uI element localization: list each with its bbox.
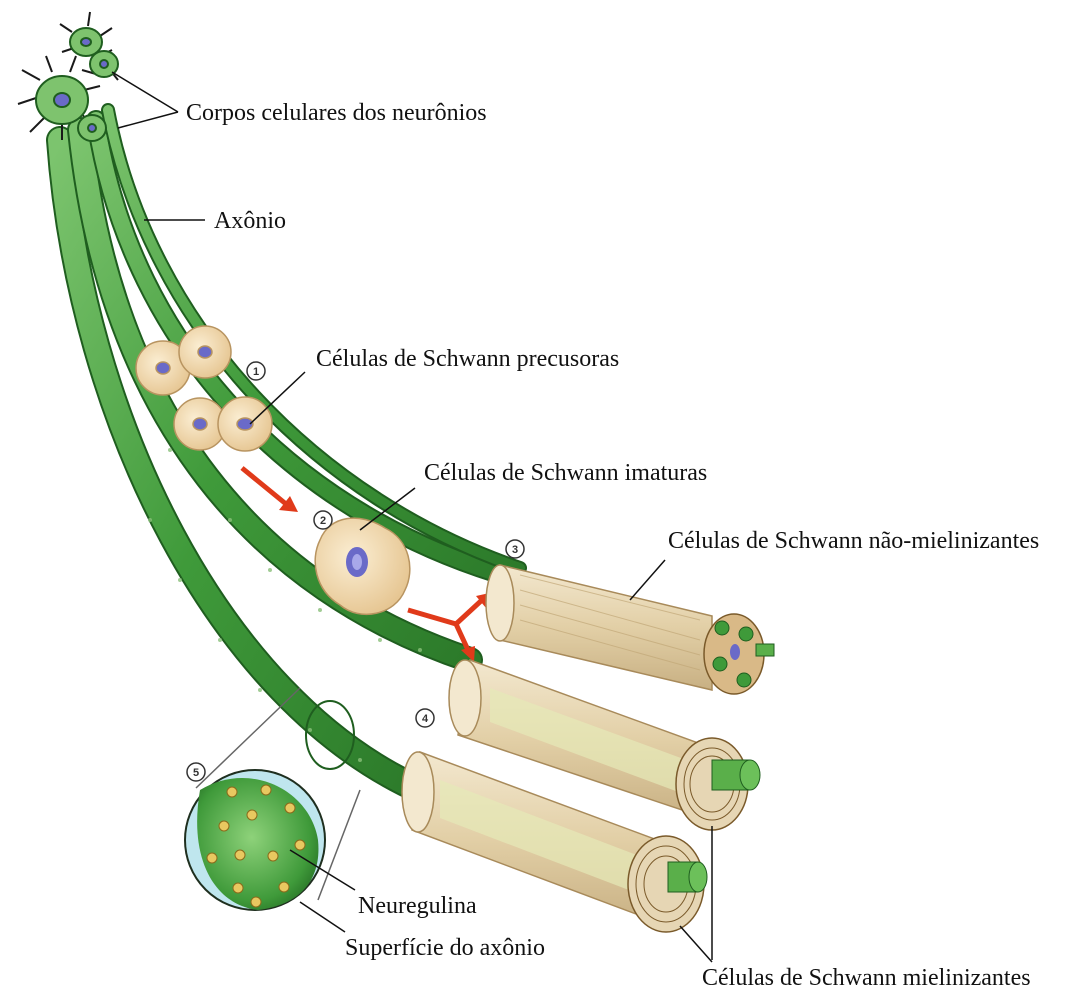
label-immature: Células de Schwann imaturas <box>424 460 707 486</box>
label-precursor: Células de Schwann precusoras <box>316 346 619 372</box>
step-marker-2: 2 <box>314 511 332 529</box>
label-non-myelinating: Células de Schwann não-mielinizantes <box>668 528 1039 554</box>
step-marker-1: 1 <box>247 362 265 380</box>
neuron-cell-bodies <box>18 12 118 141</box>
svg-text:1: 1 <box>253 366 259 378</box>
step-marker-5: 5 <box>187 763 205 781</box>
label-cell-bodies: Corpos celulares dos neurônios <box>186 100 487 126</box>
svg-text:3: 3 <box>512 544 518 556</box>
label-neuregulin: Neuregulina <box>358 893 477 919</box>
label-axon-surface: Superfície do axônio <box>345 935 545 961</box>
arrow-precursor-to-immature <box>242 468 286 504</box>
step-marker-4: 4 <box>416 709 434 727</box>
axon-fiber-1 <box>60 140 420 790</box>
arrow-branch-upper <box>456 600 482 624</box>
svg-text:5: 5 <box>193 767 199 779</box>
non-myelinating-schwann-cell <box>486 565 774 694</box>
label-myelinating: Células de Schwann mielinizantes <box>702 965 1031 991</box>
svg-text:4: 4 <box>422 713 429 725</box>
step-marker-3: 3 <box>506 540 524 558</box>
label-axon: Axônio <box>214 208 286 234</box>
svg-text:2: 2 <box>320 515 326 527</box>
arrow-branch-stem <box>408 610 456 624</box>
